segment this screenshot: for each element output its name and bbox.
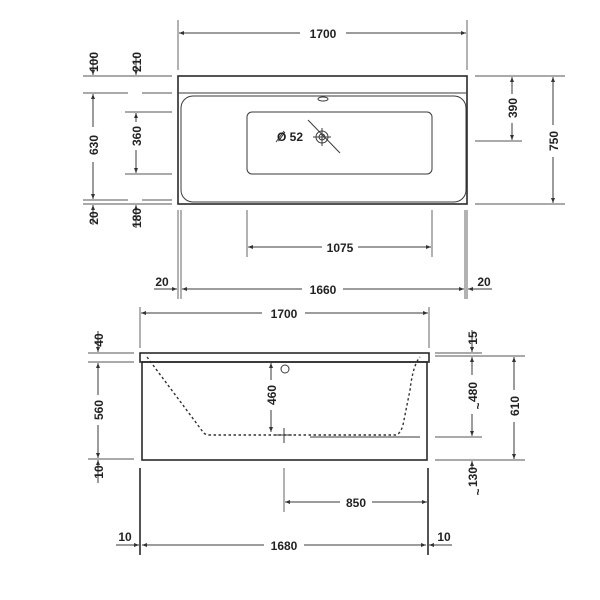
dim-left-inset: 10 [118,530,132,544]
dim-drain-offset: 390 [506,98,520,118]
dim-side-overall-length: 1700 [271,307,298,321]
dim-depth-to-overflow: 460 [265,385,279,405]
approx-symbol-depth: ~ [471,402,485,409]
dim-front-rim: 20 [87,211,101,225]
overflow-icon [280,364,290,374]
drain-icon [307,119,341,154]
sump-outline [246,111,433,175]
basin-outline [180,95,467,203]
dim-inner-width: 630 [87,135,101,155]
dim-right-inset: 10 [437,530,451,544]
dim-back-to-basin: 210 [130,52,144,72]
dim-rim-height: 40 [92,333,106,347]
dim-overall-height: 610 [508,396,522,416]
drain-marker-icon [276,428,292,443]
approx-symbol-clearance: ~ [471,488,485,495]
top-view: Ø 52 1700 100 210 630 360 20 180 [83,20,565,299]
dim-sump-length: 1075 [327,241,354,255]
dim-overall-width: 750 [547,131,561,151]
tub-rim [139,352,430,363]
tub-outline-top [177,75,468,205]
dim-front-to-sump: 180 [130,208,144,228]
dim-drain-diameter: Ø 52 [277,130,303,144]
dim-bottom-gap: 10 [92,465,106,479]
basin-profile-dashed [146,356,421,436]
dim-floor-clearance: 130 [466,467,480,487]
dim-left-rim: 20 [155,275,169,289]
dim-top-overall-length: 1700 [310,27,337,41]
dim-panel-length: 1680 [271,539,298,553]
side-view: 1700 460 40 560 10 15 480 ~ 610 130 ~ [88,307,525,555]
dim-inner-length: 1660 [310,283,337,297]
tub-body [141,361,428,461]
dim-sump-width: 360 [130,126,144,146]
dim-rim-back-width: 100 [87,52,101,72]
dim-right-rim: 20 [477,275,491,289]
dim-depth: 480 [466,382,480,402]
dim-body-height: 560 [92,400,106,420]
dim-rim-offset: 15 [466,331,480,345]
dim-drain-to-end: 850 [346,496,366,510]
overflow-icon [317,96,329,102]
